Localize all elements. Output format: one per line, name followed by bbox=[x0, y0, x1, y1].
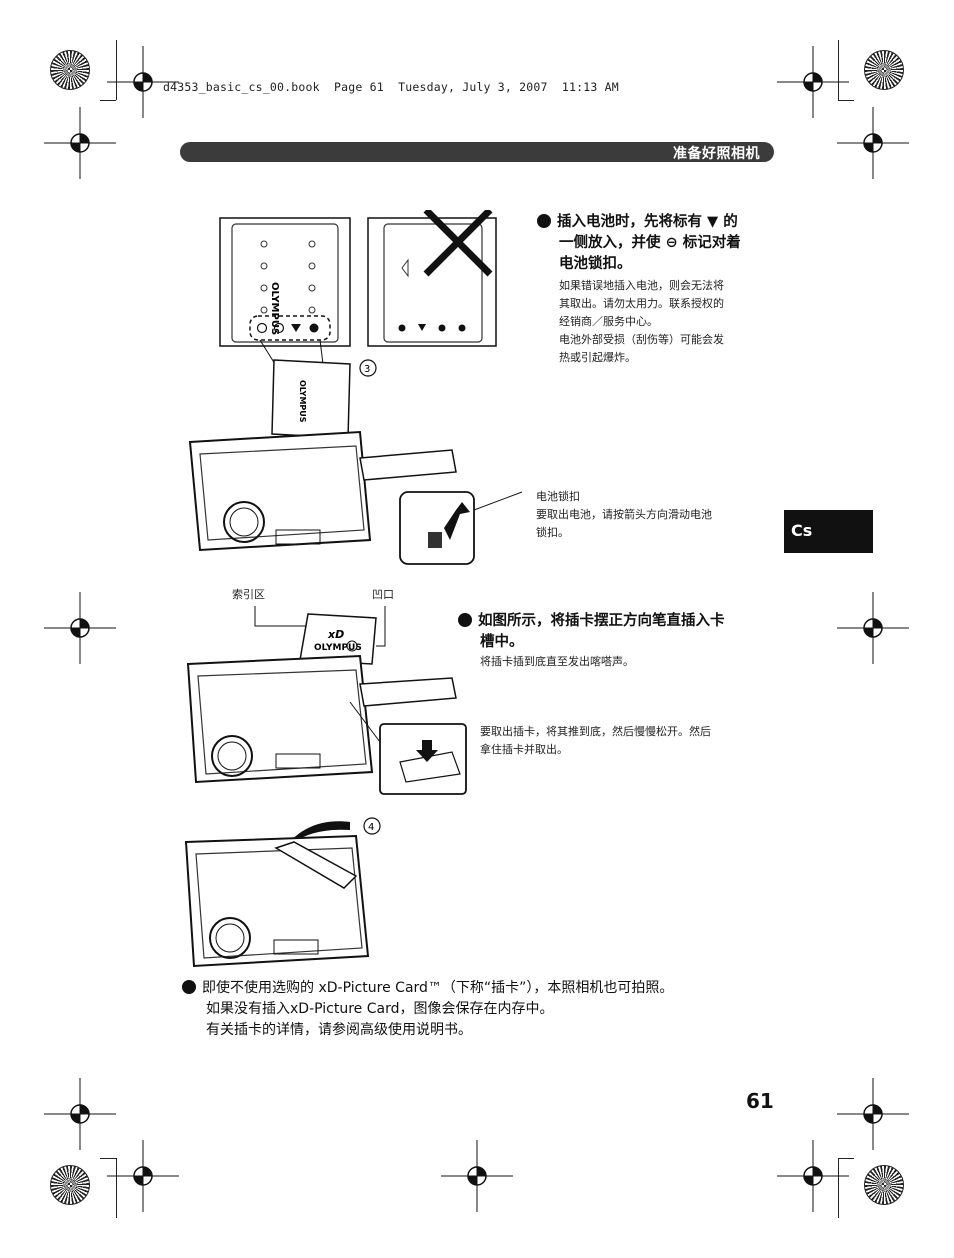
battery-lock-label: 电池锁扣 bbox=[536, 490, 580, 503]
battery-note-2-line-2: 热或引起爆炸。 bbox=[559, 351, 636, 364]
card-instruction-line-1: 如图所示，将插卡摆正方向笔直插入卡 bbox=[478, 613, 725, 629]
camera-body-card bbox=[186, 654, 457, 784]
battery-instruction-line-3: 电池锁扣。 bbox=[559, 256, 632, 272]
section-title: 准备好照相机 bbox=[673, 146, 760, 162]
color-star-mark-bottom-right bbox=[864, 1165, 904, 1205]
step-3-circle bbox=[359, 359, 377, 377]
battery-note-2-line-1: 电池外部受损（刮伤等）可能会发 bbox=[559, 333, 724, 346]
bullet-icon bbox=[537, 214, 551, 228]
step-4-number: 4 bbox=[368, 822, 374, 833]
color-star-mark-bottom-left bbox=[50, 1165, 90, 1205]
battery-note-1-line-2: 其取出。请勿太用力。联系授权的 bbox=[559, 297, 724, 310]
footer-note: 即使不使用选购的 xD-Picture Card™（下称“插卡”），本照相机也可… bbox=[182, 978, 778, 1041]
card-brand-label: OLYMPUS bbox=[314, 643, 362, 653]
svg-text:OLYMPUS: OLYMPUS bbox=[298, 380, 307, 423]
language-code: Cs bbox=[791, 521, 813, 540]
notch-label: 凹口 bbox=[372, 588, 394, 601]
camera-body bbox=[188, 430, 457, 552]
memory-card: OLYMPUS xD bbox=[299, 613, 377, 665]
battery-lock-inset bbox=[399, 491, 523, 565]
bullet-icon bbox=[458, 613, 472, 627]
bullet-icon bbox=[182, 980, 196, 994]
card-logo: xD bbox=[327, 628, 344, 641]
color-star-mark-top-right bbox=[864, 50, 904, 90]
battery-note-1-line-3: 经销商／服务中心。 bbox=[559, 315, 658, 328]
card-note-2-line-1: 要取出插卡，将其推到底，然后慢慢松开。然后 bbox=[480, 725, 711, 738]
card-instructions: 如图所示，将插卡摆正方向笔直插入卡 槽中。 将插卡插到底直至发出喀嗒声。 bbox=[458, 611, 776, 671]
battery-instructions: 插入电池时，先将标有 ▼ 的 一侧放入，并使 ⊖ 标记对着 电池锁扣。 如果错误… bbox=[537, 212, 777, 367]
battery-instruction-line-1: 插入电池时，先将标有 ▼ 的 bbox=[557, 214, 738, 230]
page-number: 61 bbox=[746, 1089, 774, 1113]
battery-note-1-line-1: 如果错误地插入电池，则会无法将 bbox=[559, 279, 724, 292]
card-slot-inset bbox=[349, 701, 467, 795]
index-area-label: 索引区 bbox=[232, 588, 265, 601]
section-header-bar: 准备好照相机 bbox=[180, 142, 774, 162]
card-note-1: 将插卡插到底直至发出喀嗒声。 bbox=[480, 655, 634, 668]
book-metadata-line: d4353_basic_cs_00.book Page 61 Tuesday, … bbox=[163, 80, 619, 94]
step-3-number: 3 bbox=[364, 364, 370, 375]
close-cover-illustration: 4 bbox=[184, 817, 381, 968]
footer-note-line-1: 即使不使用选购的 xD-Picture Card™（下称“插卡”），本照相机也可… bbox=[202, 980, 674, 996]
color-star-mark-top-left bbox=[50, 50, 90, 90]
battery-brand-label: OLYMPUS bbox=[269, 282, 280, 335]
battery-lock-note-line-2: 锁扣。 bbox=[536, 526, 569, 539]
language-tab: Cs bbox=[784, 510, 873, 553]
battery-instruction-line-2: 一侧放入，并使 ⊖ 标记对着 bbox=[559, 235, 741, 251]
camera-body-close bbox=[184, 834, 370, 968]
battery-being-inserted: OLYMPUS bbox=[271, 359, 351, 439]
battery-insertion-illustration: OLYMPUS OLYMPUS 3 bbox=[188, 210, 523, 565]
battery-wrong-panel bbox=[367, 210, 497, 347]
card-note-2-line-2: 拿住插卡并取出。 bbox=[480, 743, 568, 756]
step-4-circle bbox=[363, 817, 381, 835]
card-instruction-line-2: 槽中。 bbox=[480, 634, 524, 650]
card-insertion-illustration: OLYMPUS xD bbox=[186, 606, 467, 795]
footer-note-line-2: 如果没有插入xD-Picture Card，图像会保存在内存中。 bbox=[206, 1001, 554, 1017]
battery-lock-note-line-1: 要取出电池，请按箭头方向滑动电池 bbox=[536, 508, 712, 521]
footer-note-line-3: 有关插卡的详情，请参阅高级使用说明书。 bbox=[206, 1022, 472, 1038]
card-removal-note: 要取出插卡，将其推到底，然后慢慢松开。然后 拿住插卡并取出。 bbox=[480, 723, 776, 759]
battery-correct-panel: OLYMPUS bbox=[219, 217, 351, 347]
battery-lock-callout: 电池锁扣 要取出电池，请按箭头方向滑动电池 锁扣。 bbox=[536, 488, 776, 542]
